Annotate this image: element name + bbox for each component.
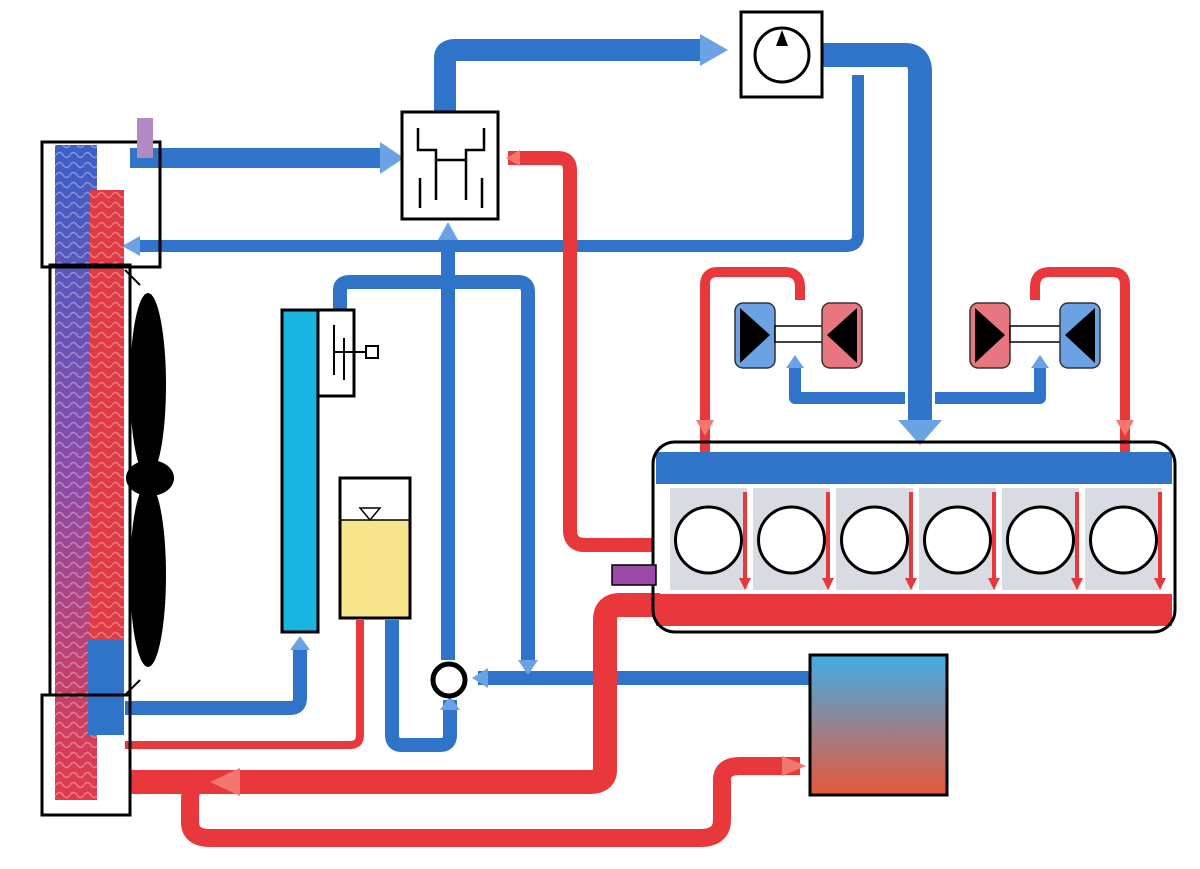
cylinder-icon	[923, 505, 992, 575]
tank-liquid	[340, 520, 410, 618]
radiator	[40, 118, 162, 817]
pipe-tank-to-pump	[385, 620, 457, 752]
hot-pipes	[125, 151, 1130, 847]
turbocharger-left	[734, 302, 863, 369]
arrow-into-engine	[898, 420, 942, 445]
engine-block	[611, 440, 1177, 634]
engine-top-manifold	[656, 452, 1172, 484]
expansion-tank	[338, 476, 412, 620]
arrow-bypass-down	[518, 660, 538, 675]
arrow-into-pump	[472, 668, 488, 688]
pipe-thermostat-to-gauge	[434, 39, 700, 112]
radiator-bottom-tank	[40, 693, 132, 817]
cylinder-icon	[840, 505, 909, 575]
pipe-return-to-radiator	[138, 75, 864, 252]
arrow-into-radiator	[122, 236, 140, 256]
cylinder-flow-arrow	[905, 578, 917, 590]
tank-outline	[338, 476, 412, 620]
arrow-hot-turbo-right-down	[1116, 420, 1134, 436]
pipe-engine-to-radiator	[130, 593, 660, 794]
arrow-tank-to-pump	[440, 696, 460, 710]
arrow-into-gauge	[700, 34, 728, 66]
pipe-hot-to-tank	[125, 620, 364, 749]
pipe-turbo-hot-left	[700, 267, 805, 455]
cylinder-icon	[1006, 505, 1075, 575]
fan-blade-icon	[124, 269, 174, 696]
arrow-hot-return-left	[210, 768, 240, 796]
arrow-into-cooler	[290, 636, 310, 650]
arrow-hot-turbo-left-down	[696, 420, 714, 436]
thermostat-valve-icon	[400, 110, 500, 221]
liquid-level-icon	[358, 507, 382, 522]
radiator-cap-connector	[137, 118, 153, 158]
arrow-turbo-left-up	[786, 355, 804, 368]
arrow-turbo-right-up	[1031, 355, 1049, 368]
radiator-blue-insert	[88, 640, 124, 735]
arrow-hot-into-thermostat	[506, 150, 520, 166]
engine-outline	[651, 440, 1177, 634]
cylinder-icon	[674, 505, 743, 575]
arrow-hot-into-exchanger	[782, 756, 806, 776]
pipe-radiator-to-exchanger	[130, 757, 800, 847]
cylinder-flow-arrow	[1154, 578, 1166, 590]
arrow-into-thermostat	[380, 142, 404, 174]
cylinder-flow-arrow	[1071, 578, 1083, 590]
flow-arrows	[122, 34, 1134, 796]
pipe-gauge-to-engine	[822, 43, 932, 420]
arrow-pump-up	[438, 222, 458, 240]
engine-sensor-connector	[611, 564, 657, 586]
cold-pipes	[125, 39, 1046, 752]
cylinder-icon	[757, 505, 826, 575]
pipe-bypass	[333, 275, 535, 660]
radiator-top-tank	[40, 140, 162, 269]
cylinder-icon	[1089, 505, 1158, 575]
pipe-engine-to-thermostat	[508, 151, 652, 552]
pipe-turbo-hot-right	[1030, 267, 1130, 455]
valve-icon	[316, 308, 379, 398]
cylinders	[670, 488, 1166, 590]
pipe-turbo-feed-right	[935, 365, 1046, 404]
gauge-icon	[739, 10, 824, 99]
cooler-icon	[280, 308, 320, 634]
pipe-turbo-feed-left	[789, 365, 905, 404]
pump-icon	[430, 661, 468, 699]
turbocharger-right	[969, 302, 1101, 369]
cylinder-flow-arrow	[822, 578, 834, 590]
engine-bottom-manifold	[656, 594, 1172, 626]
cylinder-flow-arrow	[988, 578, 1000, 590]
oil-cooler	[280, 308, 379, 634]
pipe-radiator-to-cooler	[125, 650, 307, 715]
heat-exchanger-icon	[808, 653, 949, 797]
cylinder-flow-arrow	[739, 578, 751, 590]
